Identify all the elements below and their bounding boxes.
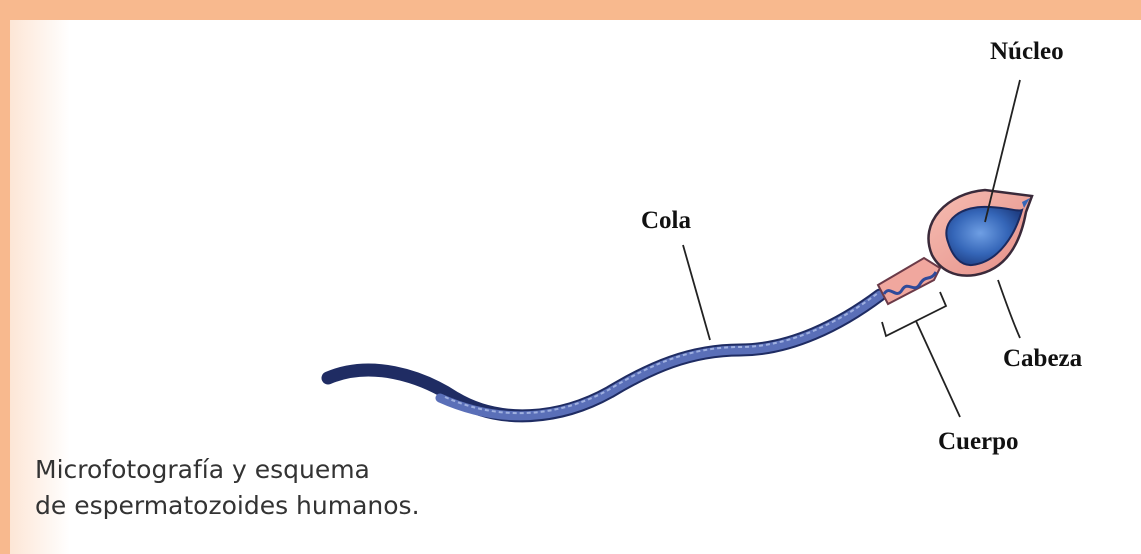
nucleus (945, 205, 1024, 267)
caption-line-1: Microfotografía y esquema (35, 455, 370, 484)
cuerpo-leader (915, 320, 961, 418)
tail (321, 288, 887, 423)
label-nucleo: Núcleo (990, 38, 1064, 65)
diagram-frame (10, 20, 1141, 554)
midpiece (876, 256, 942, 306)
label-cabeza: Cabeza (1003, 345, 1083, 372)
label-cuerpo: Cuerpo (938, 428, 1019, 455)
nucleo-leader (984, 79, 1021, 223)
caption: Microfotografía y esquema de espermatozo… (35, 452, 420, 524)
cola-leader (682, 244, 711, 341)
leader-lines (682, 79, 1021, 418)
frame-fade (10, 20, 70, 554)
cabeza-leader (997, 279, 1021, 339)
label-cola: Cola (641, 207, 691, 234)
caption-line-2: de espermatozoides humanos. (35, 491, 420, 520)
